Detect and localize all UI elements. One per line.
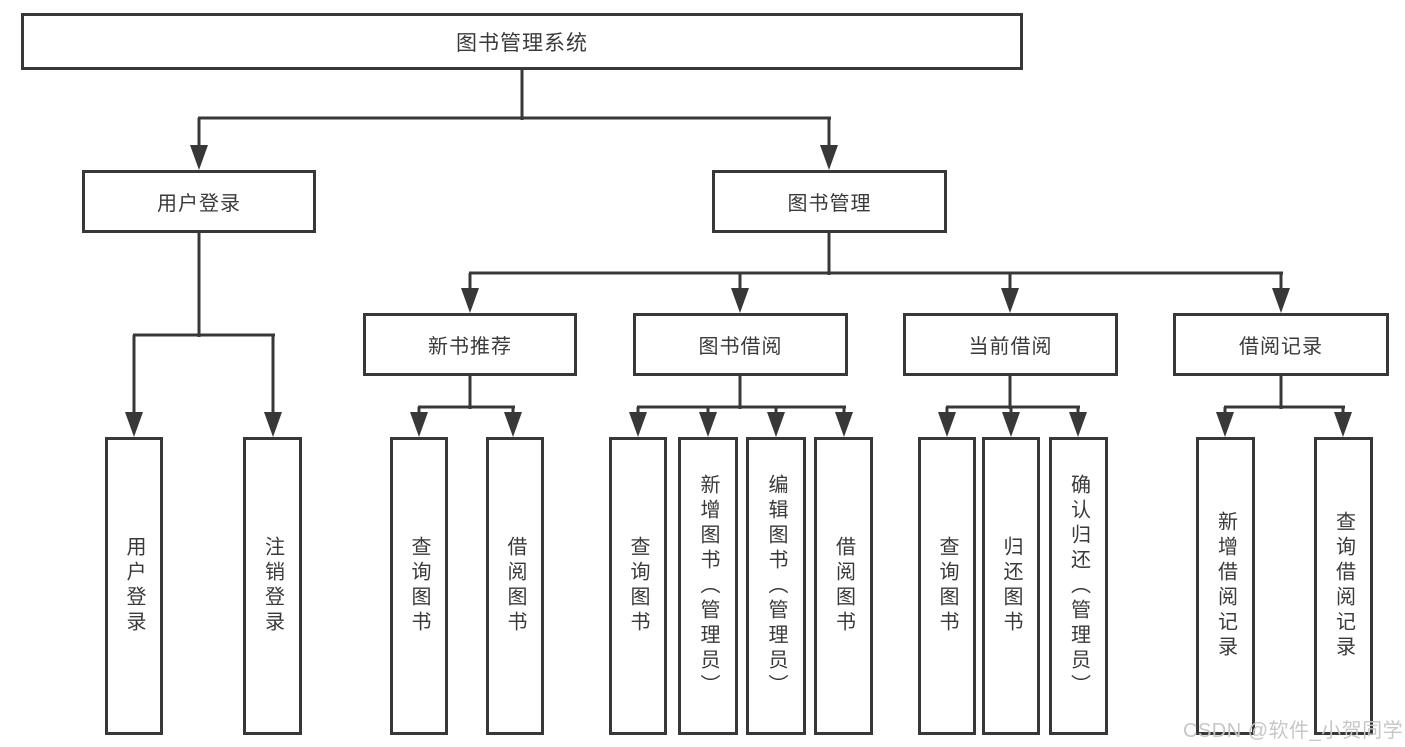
node-borrowing-records-label: 借阅记录 [1239,336,1323,358]
node-cb-query-books: 查询图书 [918,437,976,735]
node-cb-query-books-label: 查询图书 [936,536,958,636]
node-cb-confirm-return-admin-label: 确认归还（管理员） [1067,473,1090,699]
node-user-login: 用户登录 [82,170,316,233]
node-bb-borrow-books-label: 借阅图书 [832,536,855,636]
node-book-borrowing-label: 图书借阅 [698,336,783,358]
node-bb-edit-books-admin: 编辑图书（管理员） [746,437,806,735]
node-bb-add-books-admin: 新增图书（管理员） [678,437,738,735]
node-br-add-record: 新增借阅记录 [1196,437,1255,735]
node-book-management-label: 图书管理 [787,193,872,215]
node-user-login-label: 用户登录 [157,193,241,215]
node-nb-query-books-label: 查询图书 [408,536,430,636]
node-new-book-recommend: 新书推荐 [363,313,577,376]
node-bb-query-books: 查询图书 [609,437,667,735]
node-root: 图书管理系统 [21,13,1023,70]
node-current-borrowing: 当前借阅 [903,313,1118,376]
node-br-query-record: 查询借阅记录 [1314,437,1373,735]
node-user-login-leaf: 用户登录 [105,437,163,735]
watermark: CSDN @软件_小贺同学 [1183,720,1404,742]
node-root-label: 图书管理系统 [456,31,588,55]
node-nb-borrow-books-label: 借阅图书 [504,536,526,636]
node-book-management: 图书管理 [712,170,947,233]
node-br-add-record-label: 新增借阅记录 [1214,511,1237,661]
node-current-borrowing-label: 当前借阅 [968,336,1053,358]
node-new-book-recommend-label: 新书推荐 [428,336,512,358]
node-br-query-record-label: 查询借阅记录 [1332,511,1355,661]
node-logout-label: 注销登录 [261,536,284,636]
node-borrowing-records: 借阅记录 [1173,313,1389,376]
node-logout: 注销登录 [243,437,302,735]
node-nb-borrow-books: 借阅图书 [486,437,544,735]
node-book-borrowing: 图书借阅 [633,313,848,376]
node-bb-add-books-admin-label: 新增图书（管理员） [697,473,719,699]
node-cb-return-books-label: 归还图书 [1000,536,1022,636]
node-nb-query-books: 查询图书 [390,437,448,735]
node-cb-confirm-return-admin: 确认归还（管理员） [1049,437,1108,735]
node-user-login-leaf-label: 用户登录 [123,536,145,636]
node-bb-borrow-books: 借阅图书 [814,437,873,735]
node-bb-query-books-label: 查询图书 [627,536,649,636]
node-cb-return-books: 归还图书 [982,437,1040,735]
node-bb-edit-books-admin-label: 编辑图书（管理员） [765,473,787,699]
